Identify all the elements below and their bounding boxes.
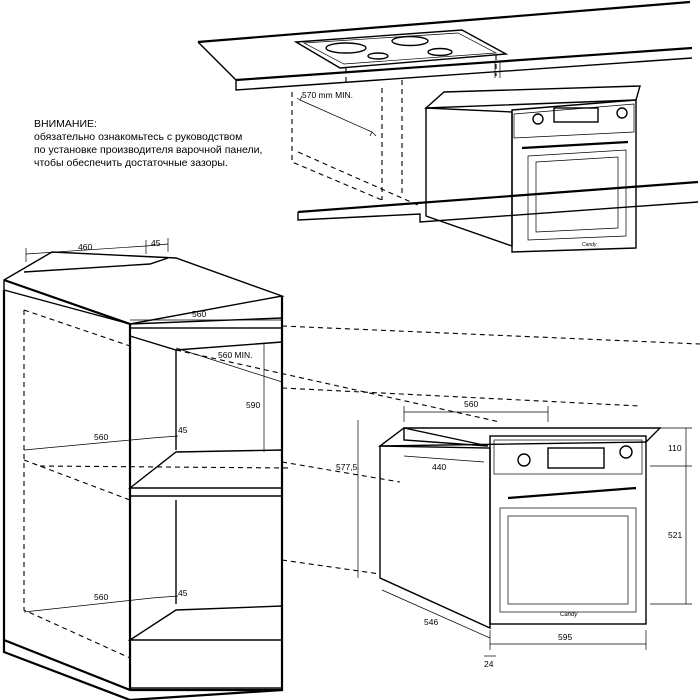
shelf-depth-1-dim: 560 bbox=[94, 432, 108, 442]
hob-burner-icon bbox=[391, 35, 429, 47]
front-height-dim: 521 bbox=[668, 530, 682, 540]
depth-top-dim: 460 bbox=[78, 242, 92, 252]
door-thickness-dim: 24 bbox=[484, 659, 494, 669]
knob-icon bbox=[619, 445, 633, 459]
countertop-left-edge bbox=[197, 41, 237, 81]
shelf-gap-1-dim: 45 bbox=[178, 425, 188, 435]
cabinet: 460 45 560 560 MIN. 590 560 45 560 45 57… bbox=[2, 238, 700, 700]
min-depth-dim: 560 MIN. bbox=[218, 350, 253, 360]
oven-small: Candy bbox=[424, 85, 641, 253]
panel-height-dim: 110 bbox=[668, 443, 682, 453]
shelf-depth-2-dim: 560 bbox=[94, 592, 108, 602]
hob bbox=[293, 29, 509, 82]
warning-line-2: по установке производителя варочной пане… bbox=[34, 144, 263, 156]
niche-height-dim: 590 bbox=[246, 400, 260, 410]
clearance-label: 570 mm MIN. bbox=[302, 90, 353, 100]
shelf-gap-2-dim: 45 bbox=[178, 588, 188, 598]
hob-burner-icon bbox=[427, 47, 453, 57]
countertop-thickness bbox=[235, 57, 693, 91]
knob-icon bbox=[616, 107, 628, 119]
oven-top-width-dim: 560 bbox=[464, 399, 478, 409]
warning-note: ВНИМАНИЕ: обязательно ознакомьтесь с рук… bbox=[34, 118, 304, 170]
body-depth-dim: 546 bbox=[424, 617, 438, 627]
warning-heading: ВНИМАНИЕ: bbox=[34, 118, 97, 130]
oven-door-handle bbox=[507, 486, 637, 500]
oven-depth-dim: 440 bbox=[432, 462, 446, 472]
countertop-back-edge bbox=[197, 0, 691, 44]
warning-line-1: обязательно ознакомьтесь с руководством bbox=[34, 131, 243, 143]
front-width-dim: 595 bbox=[558, 632, 572, 642]
brand-logo: Candy bbox=[560, 612, 578, 618]
knob-icon bbox=[532, 113, 544, 125]
hob-burner-icon bbox=[367, 52, 389, 60]
top-scene: 570 mm MIN. Candy bbox=[197, 0, 699, 253]
opening-height-dim: 577,5 bbox=[336, 462, 358, 472]
oven-large: Candy 560 440 110 521 546 595 24 bbox=[377, 399, 692, 669]
door-handle bbox=[521, 140, 629, 150]
countertop-front-edge bbox=[235, 46, 693, 82]
gap-top-dim: 45 bbox=[151, 238, 161, 248]
knob-icon bbox=[517, 453, 531, 467]
inner-width-dim: 560 bbox=[192, 309, 206, 319]
hob-burner-icon bbox=[325, 42, 367, 54]
warning-line-3: чтобы обеспечить достаточные зазоры. bbox=[34, 157, 228, 169]
brand-logo-small: Candy bbox=[582, 242, 597, 248]
